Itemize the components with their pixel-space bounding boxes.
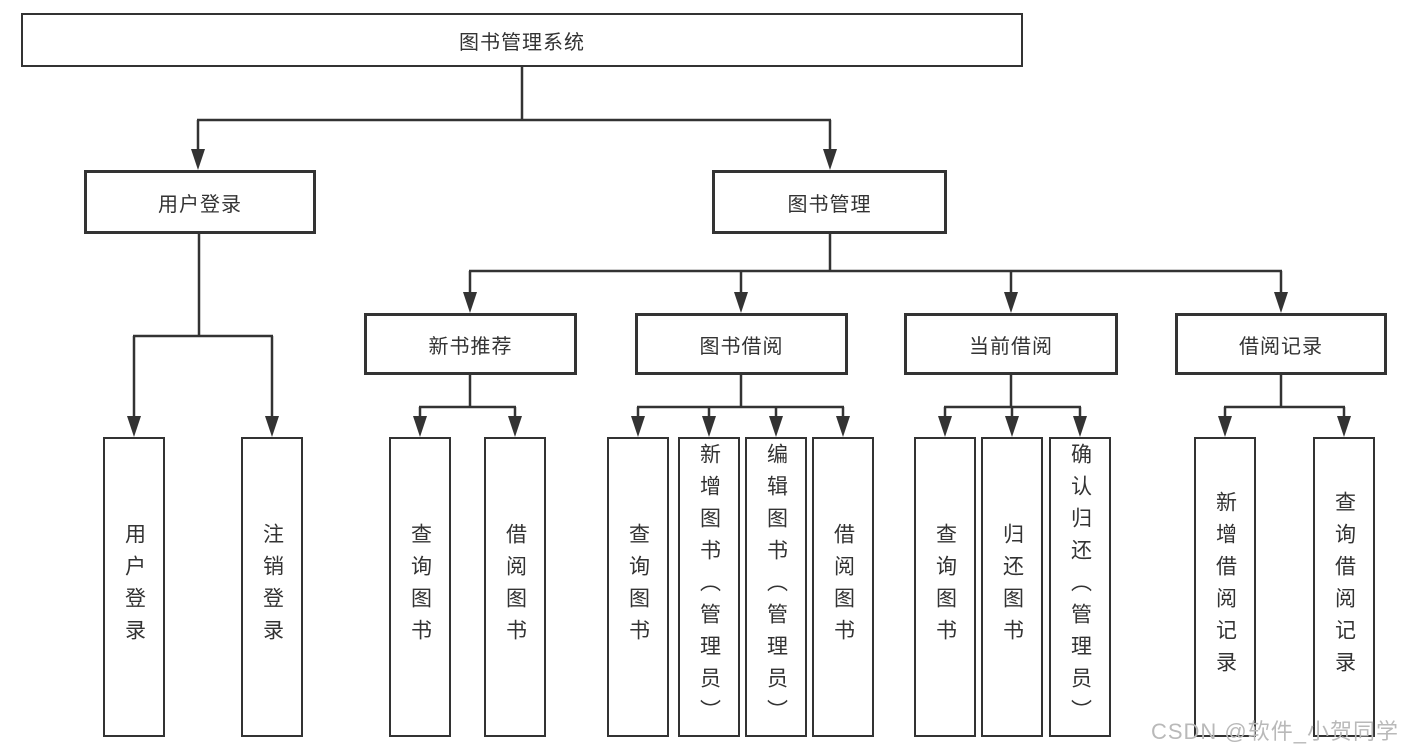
connector-book-management-children [468,233,1283,297]
arrow-down-icon [463,292,477,313]
arrow-down-icon [1274,292,1288,313]
node-label: 查询借阅记录 [1332,491,1356,683]
node-label: 查询图书 [626,523,650,651]
connector-book-borrow-children [636,375,845,421]
arrow-down-icon [1218,416,1232,437]
leaf-confirm-return-admin: 确认归还（管理员） [1049,437,1111,737]
arrow-down-icon [1337,416,1351,437]
node-module-new-books: 新书推荐 [364,313,577,375]
watermark: CSDN @软件_小贺同学 [1150,719,1399,744]
arrow-down-icon [702,416,716,437]
node-label: 查询图书 [933,523,957,651]
node-branch-book-management: 图书管理 [712,170,947,234]
node-label: 图书管理系统 [459,31,585,54]
arrow-down-icon [823,149,837,170]
node-label: 用户登录 [158,193,242,216]
connector-current-borrow-children [943,375,1082,421]
connector-borrow-records-children [1223,375,1346,421]
leaf-borrow-books-2: 借阅图书 [812,437,874,737]
leaf-return-books: 归还图书 [981,437,1043,737]
arrow-down-icon [734,292,748,313]
leaf-add-book-admin: 新增图书（管理员） [678,437,740,737]
leaf-query-books-1: 查询图书 [389,437,451,737]
arrow-down-icon [1004,292,1018,313]
leaf-borrow-books-1: 借阅图书 [484,437,546,737]
node-label: 查询图书 [408,523,432,651]
node-module-current-borrow: 当前借阅 [904,313,1118,375]
arrow-down-icon [191,149,205,170]
node-label: 用户登录 [122,523,146,651]
node-label: 确认归还（管理员） [1068,443,1092,731]
arrow-down-icon [1005,416,1019,437]
node-label: 编辑图书（管理员） [764,443,788,731]
arrow-down-icon [127,416,141,437]
node-label: 图书管理 [787,193,872,216]
node-root-system: 图书管理系统 [21,13,1023,67]
arrow-down-icon [938,416,952,437]
arrow-down-icon [1073,416,1087,437]
node-label: 新增借阅记录 [1213,491,1237,683]
arrow-down-icon [413,416,427,437]
leaf-edit-book-admin: 编辑图书（管理员） [745,437,807,737]
node-label: 借阅记录 [1239,335,1323,358]
node-label: 借阅图书 [503,523,527,651]
node-branch-user-login: 用户登录 [84,170,316,234]
arrow-down-icon [769,416,783,437]
arrow-down-icon [508,416,522,437]
leaf-user-login: 用户登录 [103,437,165,737]
node-label: 新增图书（管理员） [697,443,721,731]
node-label: 注销登录 [260,523,284,651]
node-module-book-borrow: 图书借阅 [635,313,848,375]
leaf-query-books-2: 查询图书 [607,437,669,737]
connector-root-to-branches [196,66,832,154]
node-label: 新书推荐 [428,335,513,358]
arrow-down-icon [265,416,279,437]
leaf-add-borrow-record: 新增借阅记录 [1194,437,1256,737]
leaf-query-books-3: 查询图书 [914,437,976,737]
connector-new-books-children [418,375,517,421]
node-module-borrow-records: 借阅记录 [1175,313,1387,375]
node-label: 当前借阅 [969,335,1053,358]
connector-user-login-children [132,234,274,421]
leaf-query-borrow-record: 查询借阅记录 [1313,437,1375,737]
node-label: 图书借阅 [699,335,784,358]
node-label: 借阅图书 [831,523,855,651]
node-label: 归还图书 [1000,523,1024,651]
arrow-down-icon [836,416,850,437]
arrow-down-icon [631,416,645,437]
leaf-logout: 注销登录 [241,437,303,737]
